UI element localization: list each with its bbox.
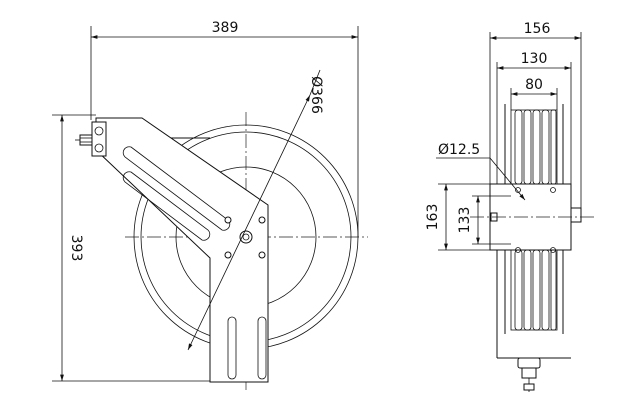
hole-diameter-label: Ø12.5 [438, 142, 480, 158]
swivel-nut [94, 126, 104, 136]
hub-bolt [258, 216, 266, 224]
width-label: 389 [212, 20, 239, 36]
height-label: 393 [68, 235, 84, 262]
hub-bolt [224, 251, 232, 259]
swivel-nut [94, 143, 104, 153]
lower-coil-frame [510, 249, 558, 331]
upper-coil-frame [510, 109, 558, 185]
lower-coils [514, 249, 557, 331]
upper-coils [514, 109, 557, 185]
dim-80-label: 80 [525, 77, 543, 93]
side-view [436, 32, 595, 392]
hub-bolt [258, 251, 266, 259]
front-view [52, 26, 368, 392]
hole-leader [489, 157, 526, 201]
axle-end [570, 207, 582, 223]
dim-130-label: 130 [521, 51, 548, 67]
mounting-arm [95, 117, 269, 383]
inlet-nut [521, 367, 537, 379]
inlet-fitting [79, 134, 93, 146]
diameter-leader [187, 94, 311, 351]
inlet-swivel [517, 357, 541, 369]
diameter-label: Ø366 [308, 76, 324, 114]
dim-163-label: 163 [425, 204, 441, 231]
hub-bolt [224, 216, 232, 224]
depth-label: 156 [524, 21, 551, 37]
dim-133-label: 133 [457, 207, 473, 234]
